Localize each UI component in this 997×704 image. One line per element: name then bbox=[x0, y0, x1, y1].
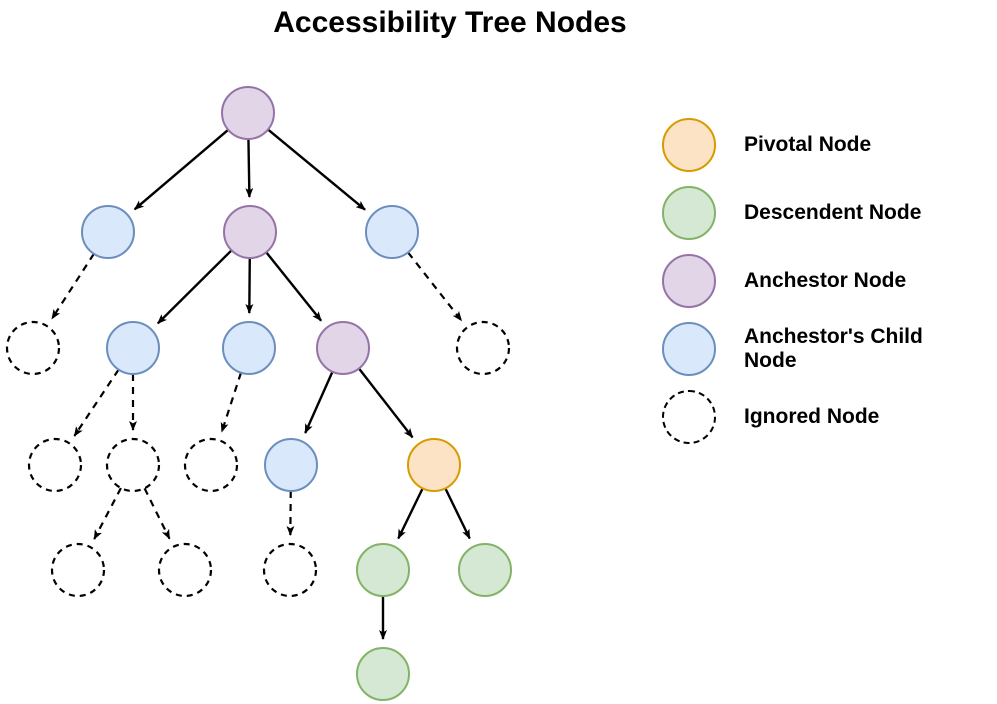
legend-swatch-anchestor-child-icon bbox=[662, 322, 716, 376]
tree-edges bbox=[51, 128, 471, 640]
tree-node-ignored[interactable] bbox=[262, 542, 318, 598]
tree-edge bbox=[51, 253, 95, 320]
legend-label: Anchestor's Child Node bbox=[744, 325, 923, 372]
tree-edge bbox=[220, 372, 243, 433]
tree-node-ignored[interactable] bbox=[5, 320, 61, 376]
legend-swatch-anchestor-icon bbox=[662, 254, 716, 308]
tree-node-anchestor-child[interactable] bbox=[81, 205, 135, 259]
tree-edge bbox=[444, 487, 471, 540]
page-title: Accessibility Tree Nodes bbox=[273, 6, 627, 39]
legend-label: Pivotal Node bbox=[744, 133, 872, 157]
tree-node-anchestor-child[interactable] bbox=[106, 321, 160, 375]
tree-node-descendent[interactable] bbox=[458, 543, 512, 597]
legend-swatch-ignored-icon bbox=[662, 390, 716, 444]
legend-item-anchestor-child[interactable]: Anchestor's Child Node bbox=[662, 322, 992, 376]
tree-node-descendent[interactable] bbox=[356, 647, 410, 701]
tree-node-anchestor[interactable] bbox=[223, 205, 277, 259]
tree-node-anchestor-child[interactable] bbox=[264, 438, 318, 492]
legend-item-descendent[interactable]: Descendent Node bbox=[662, 186, 992, 240]
tree-edge bbox=[265, 251, 323, 322]
tree-node-pivotal[interactable] bbox=[407, 438, 461, 492]
tree-node-anchestor-child[interactable] bbox=[365, 205, 419, 259]
tree-edge bbox=[397, 487, 424, 540]
accessibility-tree-diagram bbox=[5, 86, 512, 701]
legend-label: Descendent Node bbox=[744, 201, 922, 225]
legend-label: Anchestor Node bbox=[744, 269, 907, 293]
tree-edge bbox=[73, 369, 120, 437]
tree-edge bbox=[143, 487, 171, 540]
tree-edge bbox=[93, 487, 122, 540]
tree-node-descendent[interactable] bbox=[356, 543, 410, 597]
legend-item-anchestor[interactable]: Anchestor Node bbox=[662, 254, 992, 308]
legend-item-ignored[interactable]: Ignored Node bbox=[662, 390, 992, 444]
tree-node-anchestor-child[interactable] bbox=[222, 321, 276, 375]
tree-node-anchestor[interactable] bbox=[221, 86, 275, 140]
tree-edge bbox=[157, 249, 233, 325]
tree-node-ignored[interactable] bbox=[455, 320, 511, 376]
tree-node-ignored[interactable] bbox=[27, 437, 83, 493]
tree-edge bbox=[267, 128, 366, 211]
legend-label: Ignored Node bbox=[744, 405, 880, 429]
tree-edge bbox=[407, 251, 463, 322]
tree-edge bbox=[245, 138, 254, 199]
tree-node-ignored[interactable] bbox=[105, 437, 161, 493]
tree-node-ignored[interactable] bbox=[183, 437, 239, 493]
tree-edge bbox=[304, 371, 334, 434]
tree-node-ignored[interactable] bbox=[157, 542, 213, 598]
tree-edge bbox=[358, 367, 414, 439]
tree-node-ignored[interactable] bbox=[50, 542, 106, 598]
legend-swatch-descendent-icon bbox=[662, 186, 716, 240]
legend-item-pivotal[interactable]: Pivotal Node bbox=[662, 118, 992, 172]
legend-swatch-pivotal-icon bbox=[662, 118, 716, 172]
tree-node-anchestor[interactable] bbox=[316, 321, 370, 375]
tree-edge bbox=[133, 128, 229, 211]
tree-nodes bbox=[5, 86, 512, 701]
